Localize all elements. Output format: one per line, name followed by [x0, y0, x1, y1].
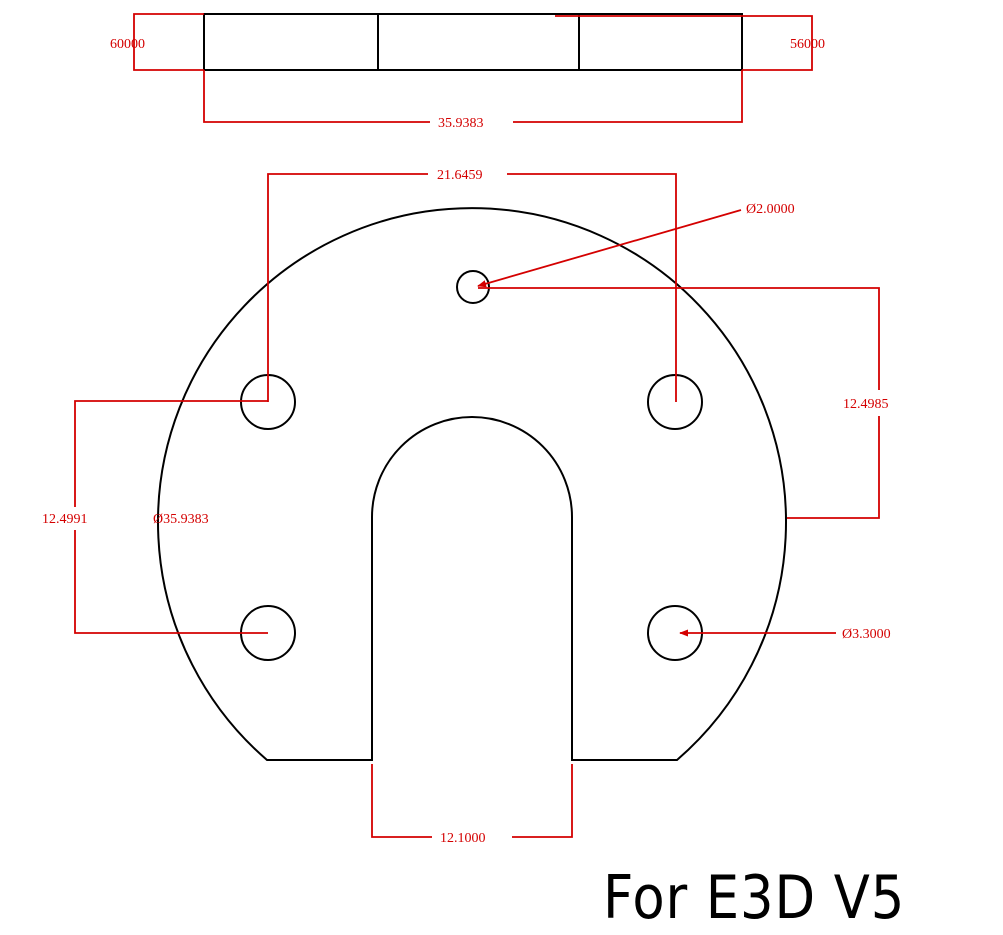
- dim-right-thickness: 56000: [790, 37, 825, 52]
- small-center-hole: [456, 270, 490, 304]
- leader-small-hole: [477, 209, 742, 288]
- dim-line-small-hole-offset-lower: [787, 416, 880, 519]
- dim-line-left-thickness: [133, 13, 204, 71]
- dim-line-slot-width-right: [512, 764, 573, 838]
- top-view: 21.6459 Ø2.0000 12.4985 12.4991 Ø35.9383…: [42, 168, 891, 846]
- dim-line-hole-spacing-h-left: [267, 173, 428, 402]
- dim-outer-diameter: Ø35.9383: [153, 512, 209, 527]
- dim-hole-spacing-horizontal: 21.6459: [437, 168, 483, 183]
- mount-hole-top-right: [647, 374, 703, 430]
- dim-line-hole-spacing-h-right: [507, 173, 677, 402]
- dim-small-hole-diameter: Ø2.0000: [746, 202, 795, 217]
- caption-title: For E3D V5: [603, 863, 906, 933]
- dim-line-slot-width-left: [371, 764, 432, 838]
- dim-left-thickness: 60000: [110, 37, 145, 52]
- dim-small-hole-offset: 12.4985: [843, 397, 889, 412]
- dim-line-small-hole-offset: [478, 287, 880, 390]
- dim-line-right-thickness: [555, 15, 813, 71]
- dim-line-hole-spacing-v-upper: [74, 400, 268, 507]
- dim-line-overall-width: [203, 70, 430, 123]
- plate-outline: [157, 207, 787, 761]
- side-view: 60000 56000 35.9383: [110, 13, 825, 131]
- dim-slot-width: 12.1000: [440, 831, 486, 846]
- dim-hole-spacing-vertical: 12.4991: [42, 512, 88, 527]
- side-view-outline: [203, 13, 743, 71]
- dim-mount-hole-diameter: Ø3.3000: [842, 627, 891, 642]
- dim-overall-width: 35.9383: [438, 116, 484, 131]
- dim-line-overall-width-right: [513, 70, 743, 123]
- dim-line-hole-spacing-v-lower: [74, 530, 268, 634]
